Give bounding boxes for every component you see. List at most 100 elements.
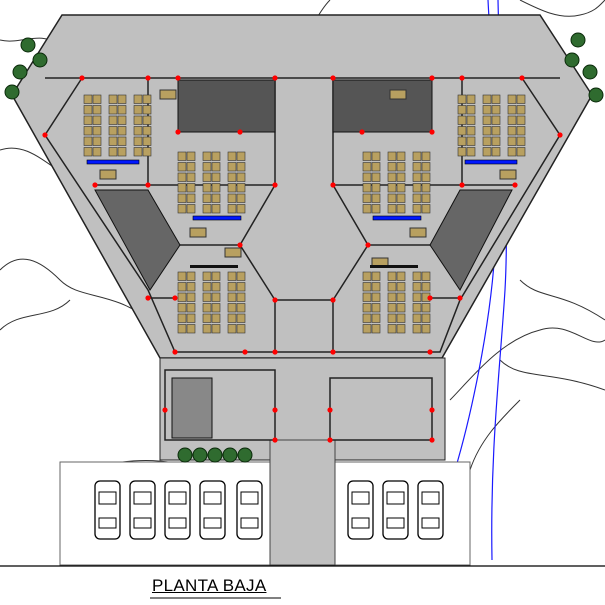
student-desk [457,105,467,115]
student-desk [507,115,517,125]
student-desk [186,282,196,292]
student-desk [202,183,212,193]
student-desk [177,151,187,161]
student-desk [186,303,196,313]
student-desk [466,115,476,125]
column-marker [429,407,435,413]
tree-symbol [4,84,20,100]
column-marker [365,242,371,248]
student-desk [387,162,397,172]
student-desk [227,303,237,313]
student-desk [412,313,422,323]
column-marker [237,129,243,135]
car-rear-window [203,517,222,529]
student-desk [491,105,501,115]
tree-symbol [564,52,580,68]
tree-symbol [32,52,48,68]
student-desk [211,282,221,292]
column-marker [429,129,435,135]
student-desk [227,162,237,172]
student-desk [236,193,246,203]
tree-symbol [192,447,208,463]
car-windshield [421,491,440,505]
teacher-desk [189,227,207,238]
student-desk [177,292,187,302]
student-desk [236,172,246,182]
student-desk [142,147,152,157]
blackboard [464,159,518,165]
student-desk [412,172,422,182]
building-floor [11,14,593,359]
column-marker [557,132,563,138]
drawing-title: PLANTA BAJA [152,576,267,595]
car-rear-window [98,517,117,529]
student-desk [396,162,406,172]
student-desk [421,183,431,193]
student-desk [236,303,246,313]
student-desk [362,151,372,161]
student-desk [202,151,212,161]
student-desk [202,292,212,302]
student-desk [507,136,517,146]
student-desk [507,94,517,104]
student-desk [177,193,187,203]
car-outline [164,480,191,540]
student-desk [202,162,212,172]
student-desk [396,172,406,182]
student-desk [202,282,212,292]
student-desk [387,183,397,193]
student-desk [371,162,381,172]
column-marker [92,182,98,188]
student-desk [177,204,187,214]
column-marker [175,75,181,81]
student-desk [371,151,381,161]
student-desk [371,303,381,313]
student-desk [421,324,431,334]
student-desk [421,193,431,203]
car-rear-window [240,517,259,529]
student-desk [177,282,187,292]
student-desk [412,303,422,313]
column-marker [330,182,336,188]
blackboard [190,265,238,268]
student-desk [396,313,406,323]
student-desk [186,183,196,193]
student-desk [387,271,397,281]
student-desk [466,105,476,115]
car-rear-window [421,517,440,529]
student-desk [186,271,196,281]
column-marker [330,349,336,355]
student-desk [362,282,372,292]
student-desk [142,136,152,146]
tree-symbol [222,447,238,463]
student-desk [177,183,187,193]
student-desk [211,324,221,334]
student-desk [412,193,422,203]
student-desk [236,151,246,161]
student-desk [421,313,431,323]
student-desk [362,193,372,203]
student-desk [516,115,526,125]
student-desk [177,162,187,172]
student-desk [362,292,372,302]
column-marker [519,75,525,81]
student-desk [371,313,381,323]
blackboards [86,159,518,268]
student-desk [108,147,118,157]
student-desk [133,115,143,125]
student-desk [421,162,431,172]
student-desk [412,271,422,281]
student-desk [387,204,397,214]
column-marker [145,182,151,188]
student-desk [457,115,467,125]
parked-cars [94,480,444,540]
student-desk [83,94,93,104]
student-desk [227,183,237,193]
student-desk [362,183,372,193]
student-desk [227,324,237,334]
student-desk [117,105,127,115]
column-marker [359,129,365,135]
student-desk [117,126,127,136]
car-rear-window [386,517,405,529]
